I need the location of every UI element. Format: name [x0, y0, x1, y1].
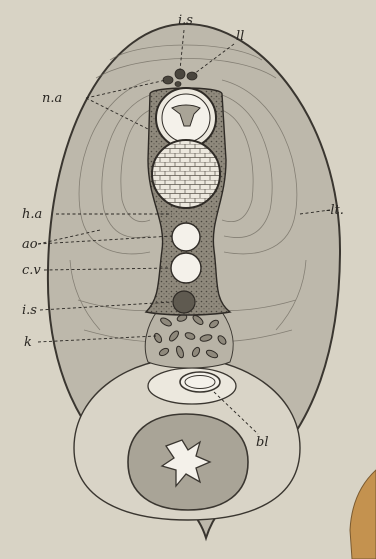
label-bl: bl: [256, 435, 268, 450]
label-is-top: i.s: [178, 13, 193, 28]
notochord: [152, 140, 220, 208]
label-na: n.a: [42, 91, 62, 106]
label-ao: ao: [22, 237, 38, 252]
cardinal-vein: [171, 253, 201, 283]
label-is-mid: i.s: [22, 303, 37, 318]
label-ll-top: ll: [236, 29, 244, 44]
aorta: [172, 223, 200, 251]
label-cv: c.v: [22, 263, 41, 278]
label-lt: -lt.: [326, 203, 344, 218]
label-k: k: [24, 335, 32, 350]
label-ha: h.a: [22, 207, 42, 222]
intestinal-vessel-mid: [173, 291, 195, 313]
